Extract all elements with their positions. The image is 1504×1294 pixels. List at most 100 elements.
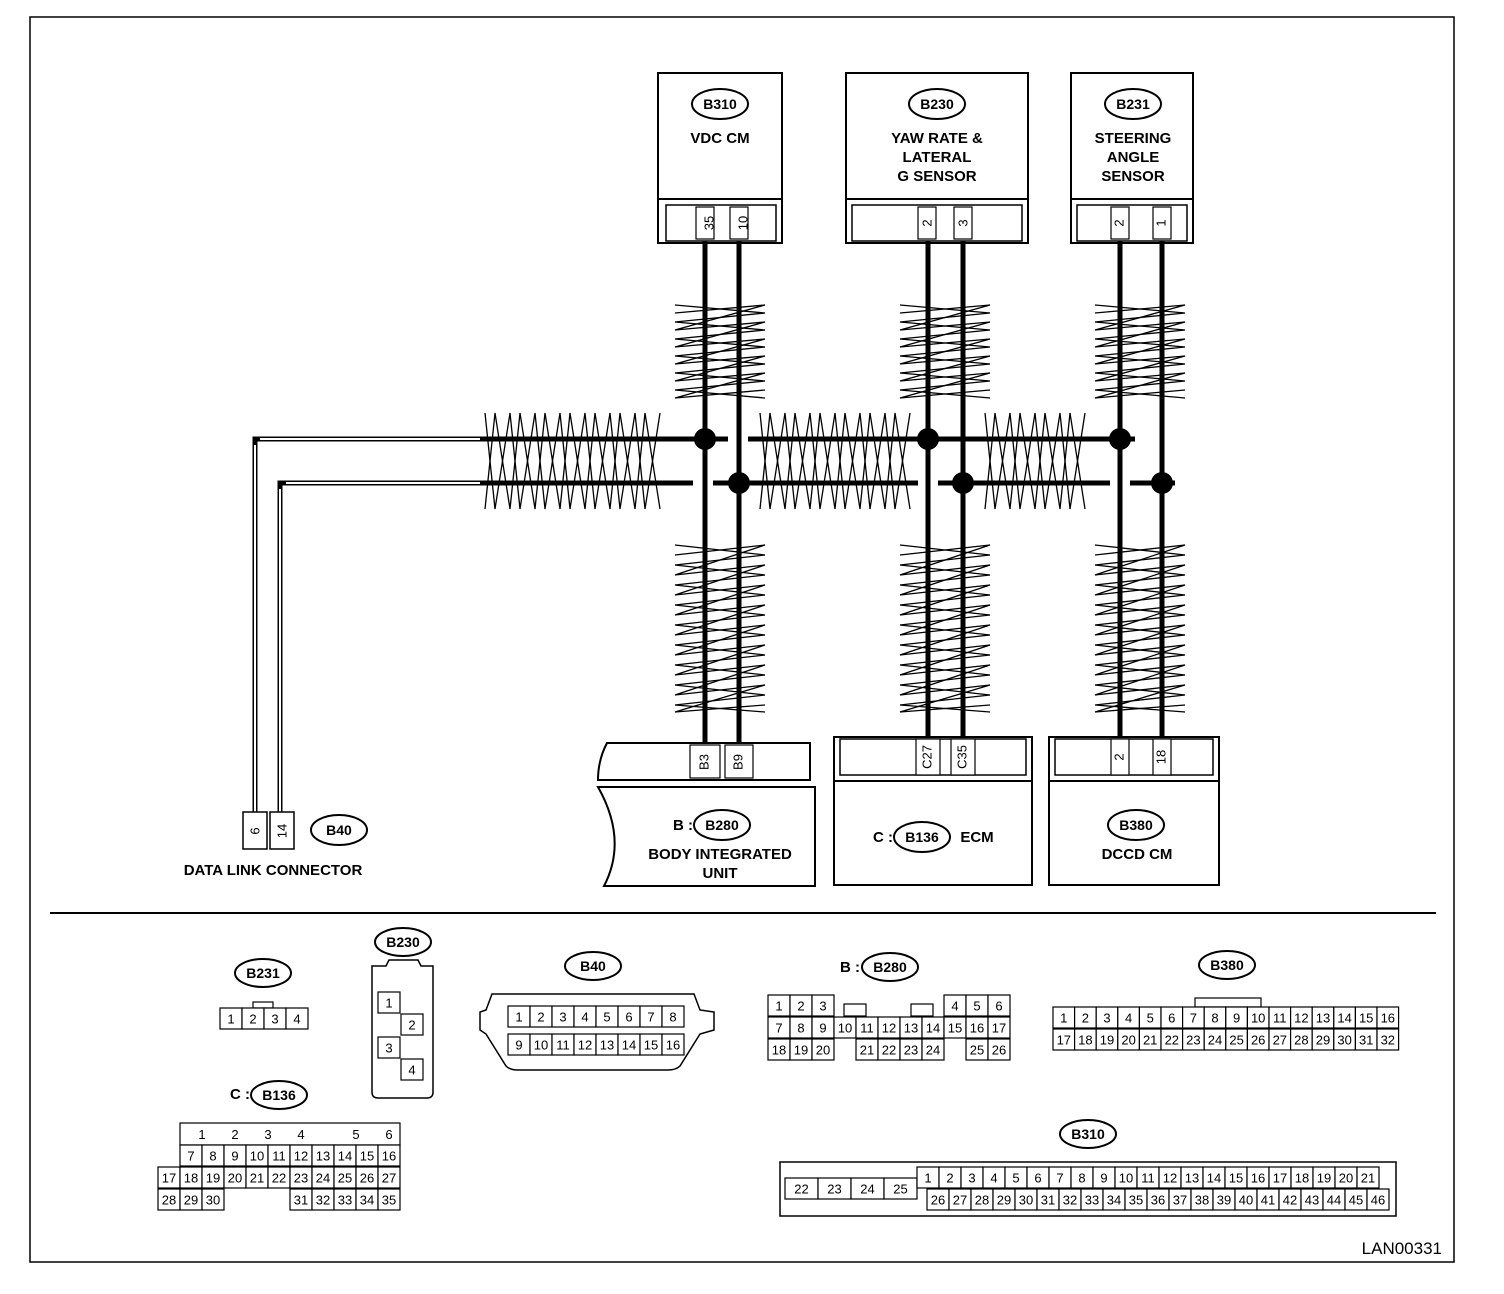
face-b40-pin-label: 3 xyxy=(559,1010,566,1025)
face-b310-pin: 41 xyxy=(1256,1188,1280,1211)
face-b230-pin-label: 3 xyxy=(385,1041,392,1056)
face-b136-pin-label: 12 xyxy=(294,1149,308,1164)
face-b310-pin-label: 14 xyxy=(1207,1171,1221,1186)
face-b40-tag: B40 xyxy=(564,951,622,981)
junction-dots xyxy=(694,428,1173,494)
steering-sensor-name-line3: SENSOR xyxy=(1101,168,1165,185)
face-b380-pin-label: 3 xyxy=(1103,1011,1110,1026)
twisted-pair-symbols xyxy=(484,304,1186,713)
face-b310-pin: 17 xyxy=(1268,1166,1292,1189)
face-b136-pin: 25 xyxy=(333,1166,357,1189)
face-b310-pin-label: 1 xyxy=(924,1171,931,1186)
face-b40-pin: 13 xyxy=(595,1033,619,1056)
face-b310-pin-label: 3 xyxy=(968,1171,975,1186)
face-b136-pin: 14 xyxy=(333,1144,357,1167)
face-b310-pin-label: 26 xyxy=(931,1193,945,1208)
face-b310-pin-label: 37 xyxy=(1173,1193,1187,1208)
face-b310-pin: 19 xyxy=(1312,1166,1336,1189)
face-b310-pin-label: 10 xyxy=(1119,1171,1133,1186)
dlc-pin-6: 6 xyxy=(247,827,262,834)
face-b136-pin: 15 xyxy=(355,1144,379,1167)
face-b380-tag-text: B380 xyxy=(1210,957,1244,973)
face-b310-pin: 39 xyxy=(1212,1188,1236,1211)
face-b136-pin: 20 xyxy=(223,1166,247,1189)
face-b380-pin: 5 xyxy=(1138,1006,1162,1029)
face-b40-pin-label: 5 xyxy=(603,1010,610,1025)
face-b40-pin-label: 6 xyxy=(625,1010,632,1025)
face-b230-pin-label: 1 xyxy=(385,996,392,1011)
face-b310-pin-label: 19 xyxy=(1317,1171,1331,1186)
yaw-sensor-id: B230 xyxy=(920,96,954,112)
face-b380-pin: 16 xyxy=(1376,1006,1400,1029)
face-b310-pin-label: 43 xyxy=(1305,1193,1319,1208)
face-b380-pin-label: 11 xyxy=(1273,1011,1287,1026)
face-b380-pin-label: 29 xyxy=(1316,1033,1330,1048)
face-b136-pin: 4 xyxy=(297,1127,304,1142)
face-b136-pin-label: 21 xyxy=(250,1171,264,1186)
face-b310-pin-label: 23 xyxy=(827,1182,841,1197)
face-b40-pin-label: 15 xyxy=(644,1038,658,1053)
steering-sensor-pin-1: 1 xyxy=(1153,219,1168,226)
face-b310-pin-label: 15 xyxy=(1229,1171,1243,1186)
face-b310-pin: 6 xyxy=(1026,1166,1050,1189)
face-b136-pin: 33 xyxy=(333,1188,357,1211)
face-b310-pin: 13 xyxy=(1180,1166,1204,1189)
face-b136-pin: 9 xyxy=(223,1144,247,1167)
face-b136-pin: 12 xyxy=(289,1144,313,1167)
face-b310-pin: 29 xyxy=(992,1188,1016,1211)
face-b40-pin: 9 xyxy=(507,1033,531,1056)
face-b280-pin: 13 xyxy=(899,1016,923,1039)
face-b380-pin: 26 xyxy=(1246,1028,1270,1051)
face-b310-pin-label: 42 xyxy=(1283,1193,1297,1208)
face-b231-tag: B231 xyxy=(234,958,292,988)
face-b380-pin-label: 18 xyxy=(1078,1033,1092,1048)
face-b136-pin: 26 xyxy=(355,1166,379,1189)
face-b310-pin-label: 46 xyxy=(1371,1193,1385,1208)
face-b136-pin-label: 28 xyxy=(162,1193,176,1208)
face-b380-pin: 14 xyxy=(1333,1006,1357,1029)
face-b380-pin: 29 xyxy=(1311,1028,1335,1051)
dlc-name: DATA LINK CONNECTOR xyxy=(184,862,363,879)
face-b280-pin-label: 5 xyxy=(973,999,980,1014)
face-b310-pin-label: 35 xyxy=(1129,1193,1143,1208)
face-b40-pin: 16 xyxy=(661,1033,685,1056)
ecm-pin-c35: C35 xyxy=(954,745,969,769)
face-b310-pin-label: 31 xyxy=(1041,1193,1055,1208)
face-b136-pin-label: 35 xyxy=(382,1193,396,1208)
face-b380-pin-label: 8 xyxy=(1211,1011,1218,1026)
face-b40-pin: 4 xyxy=(573,1005,597,1028)
face-b380-pin-label: 22 xyxy=(1165,1033,1179,1048)
face-b310-pin: 12 xyxy=(1158,1166,1182,1189)
face-b231-pin: 4 xyxy=(285,1007,309,1030)
face-b230-pin-label: 4 xyxy=(408,1063,415,1078)
face-b136-pin: 2 xyxy=(231,1127,238,1142)
face-b280-pin-label: 3 xyxy=(819,999,826,1014)
face-b136-pin: 17 xyxy=(157,1166,181,1189)
face-b136-pin-label: 17 xyxy=(162,1171,176,1186)
face-b40-pin: 14 xyxy=(617,1033,641,1056)
face-b310-pin-label: 44 xyxy=(1327,1193,1341,1208)
vdc-cm-module: B310 VDC CM 35 10 xyxy=(657,72,783,244)
face-b40-pin-label: 14 xyxy=(622,1038,636,1053)
face-b380-pin-label: 4 xyxy=(1125,1011,1132,1026)
face-b136-pin: 28 xyxy=(157,1188,181,1211)
face-b310-pin-label: 45 xyxy=(1349,1193,1363,1208)
face-b40-pin-label: 8 xyxy=(669,1010,676,1025)
face-b280-pin: 23 xyxy=(899,1038,923,1061)
face-b280-pin-label: 16 xyxy=(970,1021,984,1036)
biu-pin-b3: B3 xyxy=(696,754,711,770)
face-b280-pin: 9 xyxy=(811,1016,835,1039)
face-b280-pin: 12 xyxy=(877,1016,901,1039)
face-b136-pin: 1 xyxy=(198,1127,205,1142)
face-b136-pin: 19 xyxy=(201,1166,225,1189)
face-b280-pin: 21 xyxy=(855,1038,879,1061)
face-b280-pin: 19 xyxy=(789,1038,813,1061)
face-b310-tag-text: B310 xyxy=(1071,1126,1105,1142)
biu-name-line2: UNIT xyxy=(703,865,738,882)
face-b380-tag: B380 xyxy=(1198,950,1256,980)
face-b280-tag-text: B280 xyxy=(873,959,907,975)
face-b231-pin-label: 1 xyxy=(227,1012,234,1027)
face-b231-pin-label: 4 xyxy=(293,1012,300,1027)
face-b380-pin: 1 xyxy=(1052,1006,1076,1029)
